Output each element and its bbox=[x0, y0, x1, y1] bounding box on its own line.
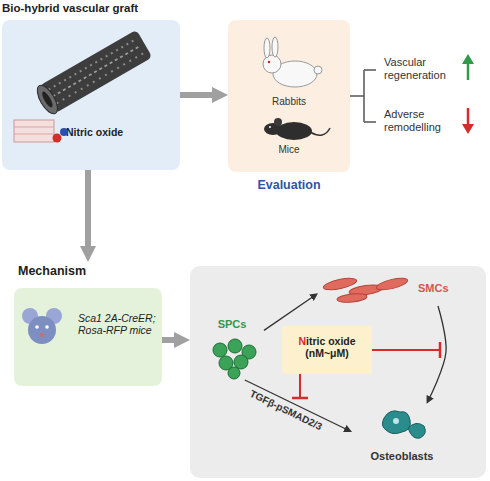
mechanism-panel: MechanismSca1 2A-CreER; Rosa-RFP mice bbox=[14, 262, 162, 386]
mechanism-scheme: SPCs SMCsNitric oxide (nM~μM) Osteoblasts bbox=[190, 266, 486, 478]
flow-arrow bbox=[162, 337, 178, 343]
evaluation-panel: RabbitsMiceEvaluation bbox=[228, 20, 350, 172]
mouse-line-label: Sca1 2A-CreER; Rosa-RFP mice bbox=[78, 312, 158, 336]
cell-group: SMCs bbox=[318, 274, 478, 306]
molecule-label: Nitric oxide bbox=[66, 126, 166, 138]
animal-label: Mice bbox=[228, 144, 350, 156]
animal-label: Rabbits bbox=[228, 96, 350, 108]
panel-heading: Bio-hybrid vascular graft bbox=[2, 2, 222, 15]
regulator-box: Nitric oxide (nM~μM) bbox=[282, 326, 372, 374]
regulator-label: Nitric oxide (nM~μM) bbox=[282, 335, 372, 359]
outcome-label: Adverse remodelling bbox=[384, 108, 464, 133]
decrease-arrow bbox=[462, 108, 474, 134]
flow-arrow bbox=[180, 92, 216, 98]
cell-label: SPCs bbox=[200, 318, 264, 331]
increase-arrow bbox=[462, 54, 474, 80]
outcome-label: Vascular regeneration bbox=[384, 56, 464, 81]
panel-heading: Evaluation bbox=[228, 178, 350, 192]
outcome-bracket bbox=[350, 70, 376, 122]
graft-panel: Bio-hybrid vascular graftNitric oxide bbox=[2, 20, 180, 170]
cell-group: Osteoblasts bbox=[352, 404, 452, 474]
panel-heading: Mechanism bbox=[18, 264, 158, 278]
cell-label: SMCs bbox=[418, 282, 474, 295]
cell-label: Osteoblasts bbox=[352, 450, 452, 463]
cell-group: SPCs bbox=[200, 318, 264, 380]
flow-arrow bbox=[85, 170, 91, 250]
panel-box bbox=[14, 288, 162, 386]
